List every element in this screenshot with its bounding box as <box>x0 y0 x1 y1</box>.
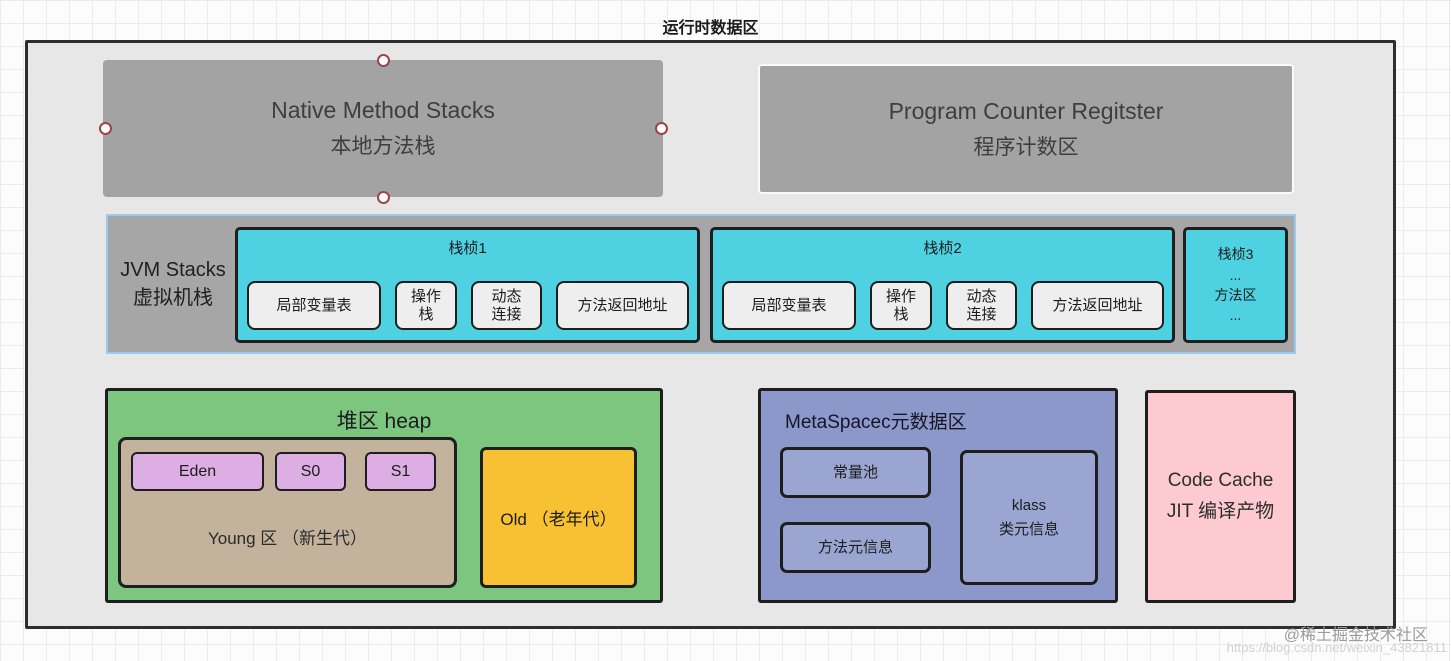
stack-frame-2-title: 栈桢2 <box>923 240 962 257</box>
survivor-0-box[interactable]: S0 <box>275 452 346 491</box>
stack-frame-3-ellipsis: ... <box>1229 266 1242 283</box>
program-counter-title-zh: 程序计数区 <box>973 135 1079 159</box>
young-generation-label: Young 区 （新生代） <box>207 529 368 548</box>
cell-label: 栈 <box>418 305 434 323</box>
selection-handle-right[interactable] <box>655 122 668 135</box>
operand-stack-cell[interactable]: 操作 栈 <box>395 281 457 330</box>
stack-frame-3-method-area: 方法区 <box>1214 287 1257 303</box>
cell-label: 连接 <box>966 305 997 323</box>
local-variable-table-cell[interactable]: 局部变量表 <box>722 281 856 330</box>
jvm-stacks-label-zh: 虚拟机栈 <box>133 287 213 309</box>
eden-label: Eden <box>178 462 217 480</box>
survivor-1-box[interactable]: S1 <box>365 452 436 491</box>
method-return-address-cell[interactable]: 方法返回地址 <box>556 281 689 330</box>
metaspace-title: MetaSpacec元数据区 <box>785 412 967 433</box>
cell-label: 连接 <box>491 305 522 323</box>
selection-handle-top[interactable] <box>377 54 390 67</box>
watermark-community: @稀土掘金技术社区 <box>1283 627 1428 644</box>
stack-frame-3[interactable]: 栈桢3 ... 方法区 ... <box>1183 227 1288 343</box>
survivor-0-label: S0 <box>300 462 321 480</box>
native-method-stacks-title-zh: 本地方法栈 <box>330 135 436 158</box>
code-cache-title-zh: JIT 编译产物 <box>1166 500 1275 522</box>
klass-label-zh: 类元信息 <box>998 520 1059 538</box>
selection-handle-left[interactable] <box>99 122 112 135</box>
cell-label: 动态 <box>966 288 997 306</box>
jvm-stacks-label-en: JVM Stacks <box>120 259 226 281</box>
program-counter-box[interactable]: Program Counter Regitster 程序计数区 <box>758 64 1294 194</box>
cell-label: 方法返回地址 <box>577 296 668 314</box>
method-meta-label: 方法元信息 <box>817 538 893 556</box>
native-method-stacks-title-en: Native Method Stacks <box>271 97 495 123</box>
dynamic-link-cell[interactable]: 动态 连接 <box>946 281 1017 330</box>
klass-label-en: klass <box>1011 497 1047 515</box>
diagram-title: 运行时数据区 <box>662 20 759 37</box>
local-variable-table-cell[interactable]: 局部变量表 <box>247 281 381 330</box>
stack-frame-3-ellipsis: ... <box>1229 307 1242 324</box>
old-generation-box[interactable]: Old （老年代） <box>480 447 637 588</box>
stack-frame-3-title: 栈桢3 <box>1217 246 1254 263</box>
cell-label: 动态 <box>491 288 522 306</box>
method-meta-box[interactable]: 方法元信息 <box>780 522 931 573</box>
eden-box[interactable]: Eden <box>131 452 264 491</box>
dynamic-link-cell[interactable]: 动态 连接 <box>471 281 542 330</box>
watermark-url: https://blog.csdn.net/weixin_43821811 <box>1226 640 1447 655</box>
cell-label: 操作 <box>410 288 441 306</box>
stack-frame-1[interactable]: 栈桢1 局部变量表 操作 栈 动态 连接 方法返回地址 <box>235 227 700 343</box>
operand-stack-cell[interactable]: 操作 栈 <box>870 281 932 330</box>
cell-label: 栈 <box>893 305 909 323</box>
stack-frame-2[interactable]: 栈桢2 局部变量表 操作 栈 动态 连接 方法返回地址 <box>710 227 1175 343</box>
cell-label: 局部变量表 <box>751 296 827 314</box>
stack-frame-2-cells: 局部变量表 操作 栈 动态 连接 方法返回地址 <box>722 281 1164 330</box>
program-counter-title-en: Program Counter Regitster <box>888 97 1164 124</box>
old-generation-label: Old （老年代） <box>500 510 617 529</box>
cell-label: 方法返回地址 <box>1052 296 1143 314</box>
cell-label: 操作 <box>885 288 916 306</box>
selection-handle-bottom[interactable] <box>377 191 390 204</box>
cell-label: 局部变量表 <box>276 296 352 314</box>
klass-box[interactable]: klass 类元信息 <box>960 450 1098 585</box>
native-method-stacks-box[interactable]: Native Method Stacks 本地方法栈 <box>103 60 663 197</box>
constant-pool-label: 常量池 <box>832 463 878 481</box>
stack-frame-1-title: 栈桢1 <box>448 240 487 257</box>
code-cache-box[interactable]: Code Cache JIT 编译产物 <box>1145 390 1296 603</box>
constant-pool-box[interactable]: 常量池 <box>780 447 931 498</box>
method-return-address-cell[interactable]: 方法返回地址 <box>1031 281 1164 330</box>
stack-frame-1-cells: 局部变量表 操作 栈 动态 连接 方法返回地址 <box>247 281 689 330</box>
heap-title: 堆区 heap <box>336 410 432 433</box>
code-cache-title-en: Code Cache <box>1167 470 1274 492</box>
jvm-stacks-label: JVM Stacks 虚拟机栈 <box>108 214 238 354</box>
survivor-1-label: S1 <box>390 462 411 480</box>
